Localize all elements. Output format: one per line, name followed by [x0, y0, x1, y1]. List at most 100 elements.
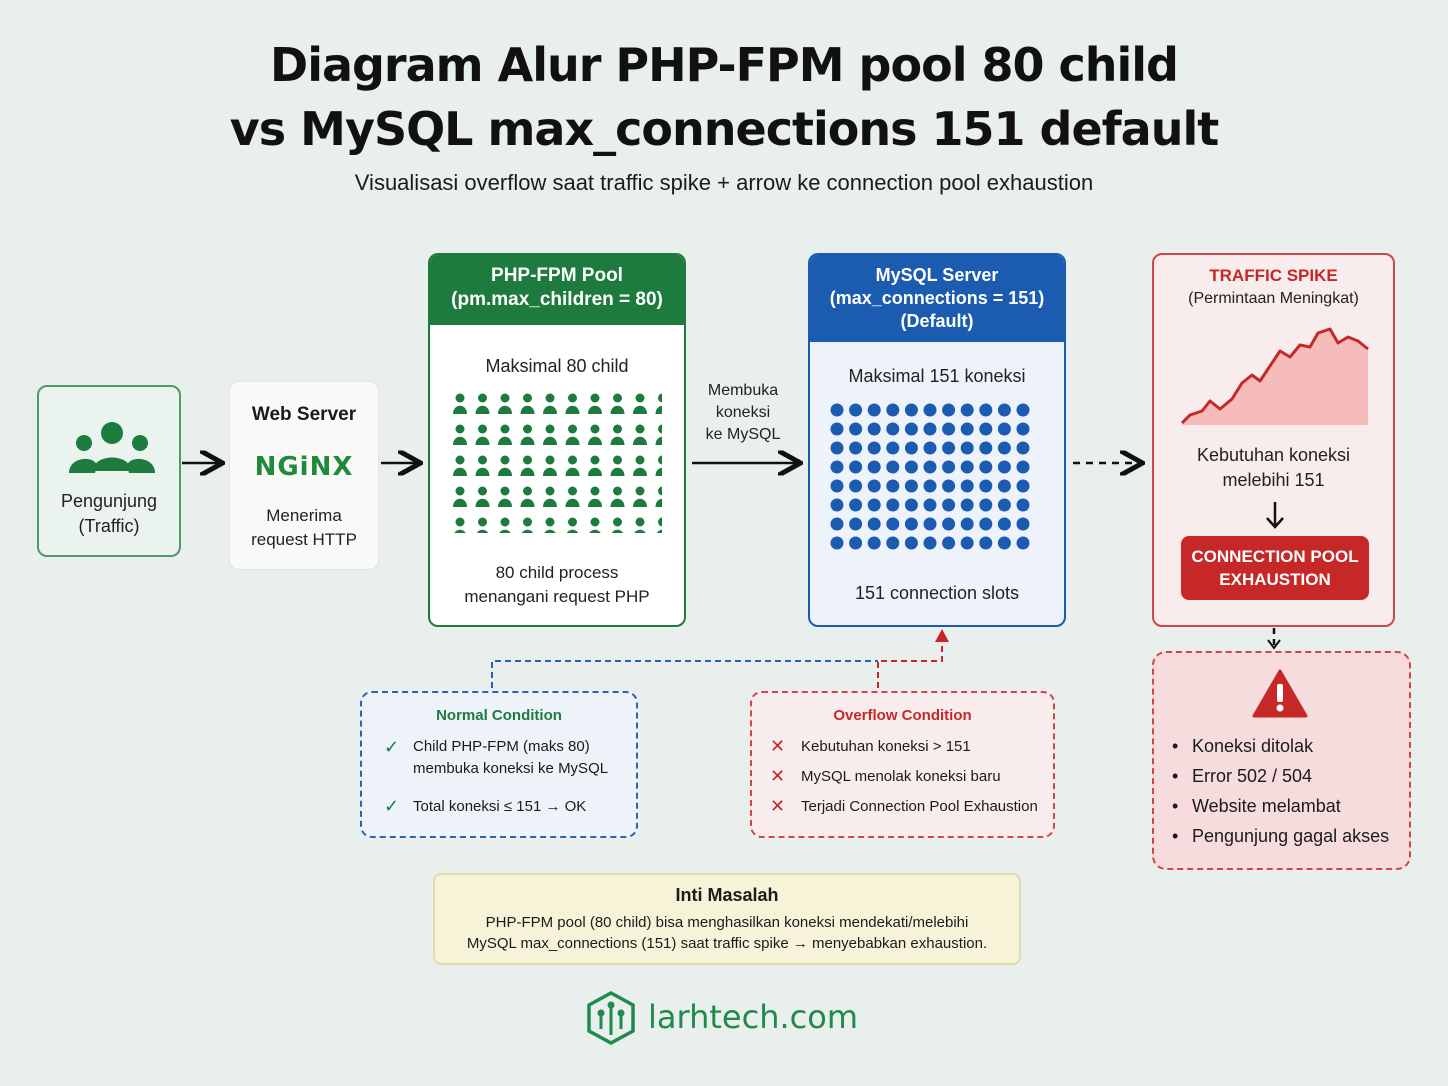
connection-slot-dot: [904, 479, 918, 493]
connection-slot-dot: [886, 498, 900, 512]
child-process-icon: [565, 486, 580, 507]
connection-slot-dot: [904, 517, 918, 531]
core-problem-title: Inti Masalah: [675, 885, 779, 905]
page-title-line2: vs MySQL max_connections 151 default: [229, 102, 1219, 156]
child-process-icon: [520, 455, 535, 476]
normal-item-1-line1: Child PHP-FPM (maks 80): [413, 738, 590, 755]
child-process-icon: [520, 486, 535, 507]
connection-slot-dot: [904, 441, 918, 455]
check-icon: ✓: [384, 796, 400, 816]
child-process-icon: [633, 424, 647, 445]
connection-slot-dot: [849, 517, 863, 531]
connection-slot-dot: [886, 517, 900, 531]
result-item: •Website melambat: [1172, 796, 1341, 816]
child-process-icon: [565, 455, 580, 476]
connection-slot-dot: [867, 403, 881, 417]
result-item-text: Koneksi ditolak: [1192, 736, 1314, 756]
brand-name: larhtech.com: [648, 998, 858, 1036]
child-process-icon: [588, 424, 602, 445]
result-item: •Koneksi ditolak: [1172, 736, 1314, 756]
connection-slot-dot: [867, 479, 881, 493]
connection-slot-dot: [849, 422, 863, 436]
result-item-text: Website melambat: [1192, 796, 1341, 816]
connection-slot-dot: [960, 403, 974, 417]
child-process-icon: [475, 424, 490, 445]
connection-slot-dot: [904, 403, 918, 417]
connection-slot-dot: [886, 403, 900, 417]
connection-slot-dot: [923, 441, 937, 455]
connection-slot-dot: [886, 441, 900, 455]
child-process-icon: [453, 424, 467, 445]
arrow-label-line2: koneksi: [715, 404, 771, 421]
child-process-icon: [655, 486, 662, 507]
connection-slot-dot: [942, 422, 956, 436]
child-process-icon: [633, 486, 647, 507]
child-process-icon: [633, 455, 647, 476]
connection-slot-dot: [997, 422, 1011, 436]
overflow-item: MySQL menolak koneksi baru: [801, 768, 1001, 785]
arrow-label-line1: Membuka: [707, 382, 779, 399]
child-process-icon: [453, 393, 467, 414]
spike-trend-icon: [1180, 327, 1369, 425]
child-process-icon: [475, 486, 490, 507]
child-process-icon: [589, 517, 601, 533]
child-process-icon: [634, 517, 646, 533]
spike-need-line1: Kebutuhan koneksi: [1196, 445, 1351, 465]
connection-slot-dot: [923, 422, 937, 436]
child-process-icon: [543, 393, 557, 414]
connection-slot-dot: [923, 403, 937, 417]
connection-slot-dot: [1016, 460, 1030, 474]
connection-slot-dot: [830, 517, 844, 531]
connection-slot-dot: [979, 422, 993, 436]
connection-slot-grid: [830, 403, 1030, 550]
child-process-icon: [655, 393, 662, 414]
child-process-icon: [520, 393, 535, 414]
child-process-icon: [655, 455, 662, 476]
nginx-logo: NGiNX: [254, 452, 354, 482]
connection-slot-dot: [960, 479, 974, 493]
connection-slot-dot: [960, 441, 974, 455]
php-fpm-box: PHP-FPM Pool (pm.max_children = 80) Maks…: [428, 253, 686, 627]
connection-slot-dot: [1016, 422, 1030, 436]
core-problem-box: Inti Masalah PHP-FPM pool (80 child) bis…: [433, 873, 1021, 965]
child-process-icon: [656, 517, 662, 533]
normal-connector: [491, 660, 878, 688]
php-fpm-header: PHP-FPM Pool (pm.max_children = 80): [430, 255, 684, 325]
connection-slot-dot: [830, 479, 844, 493]
spike-need-line2: melebihi 151: [1222, 470, 1325, 490]
connection-slot-dot: [886, 460, 900, 474]
connection-slot-dot: [923, 498, 937, 512]
connection-slot-dot: [997, 460, 1011, 474]
connection-slot-dot: [997, 403, 1011, 417]
result-item-text: Pengunjung gagal akses: [1192, 826, 1390, 846]
check-icon: ✓: [384, 737, 400, 757]
overflow-connector: [877, 632, 943, 688]
child-process-icon: [543, 486, 557, 507]
child-process-icon: [565, 424, 580, 445]
visitor-label-line1: Pengunjung: [60, 491, 158, 511]
child-process-icon: [453, 486, 467, 507]
normal-item-1-line2: membuka koneksi ke MySQL: [413, 760, 609, 777]
connection-slot-dot: [997, 441, 1011, 455]
connection-slot-dot: [979, 479, 993, 493]
connection-slot-dot: [942, 498, 956, 512]
connection-pool-exhaustion-badge: CONNECTION POOL EXHAUSTION: [1181, 536, 1369, 600]
connection-slot-dot: [942, 403, 956, 417]
arrow-label: Membuka koneksi ke MySQL: [693, 380, 793, 446]
warning-icon: [1252, 669, 1308, 718]
page-subtitle: Visualisasi overflow saat traffic spike …: [354, 170, 1094, 195]
mysql-header: MySQL Server (max_connections = 151) (De…: [810, 255, 1064, 342]
child-process-icon: [498, 393, 512, 414]
mysql-box: MySQL Server (max_connections = 151) (De…: [808, 253, 1066, 627]
child-process-icon: [610, 393, 625, 414]
connection-slot-dot: [1016, 403, 1030, 417]
connection-slot-dot: [979, 536, 993, 550]
connection-slot-dot: [997, 479, 1011, 493]
arrow-label-line3: ke MySQL: [705, 426, 781, 443]
connection-slot-dot: [1016, 479, 1030, 493]
web-server-title: Web Server: [251, 404, 357, 425]
connection-slot-dot: [997, 536, 1011, 550]
child-process-icon: [610, 486, 625, 507]
connection-slot-dot: [867, 536, 881, 550]
